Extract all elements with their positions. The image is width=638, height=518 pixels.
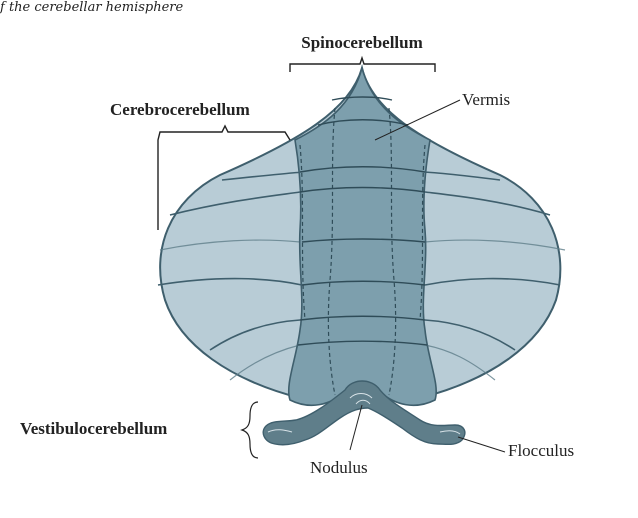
vestibulocerebellum-brace: [240, 401, 259, 459]
vermis-pointer: [374, 99, 461, 141]
figure-caption: f the cerebellar hemisphere: [0, 0, 184, 15]
cerebrocerebellum-bracket: [157, 124, 291, 230]
flocculonodular-lobe: [262, 380, 466, 446]
label-cerebrocerebellum: Cerebrocerebellum: [110, 100, 250, 119]
label-vermis: Vermis: [462, 90, 510, 109]
spinocerebellum-bracket: [289, 55, 436, 72]
flocculus-pointer: [457, 436, 506, 453]
label-vestibulocerebellum: Vestibulocerebellum: [20, 419, 167, 438]
vermis-folia: [299, 107, 426, 396]
nodulus-pointer: [349, 404, 363, 451]
label-flocculus: Flocculus: [508, 441, 574, 460]
label-nodulus: Nodulus: [310, 458, 368, 477]
vermis-region: [287, 64, 437, 407]
label-spinocerebellum: Spinocerebellum: [301, 33, 423, 52]
